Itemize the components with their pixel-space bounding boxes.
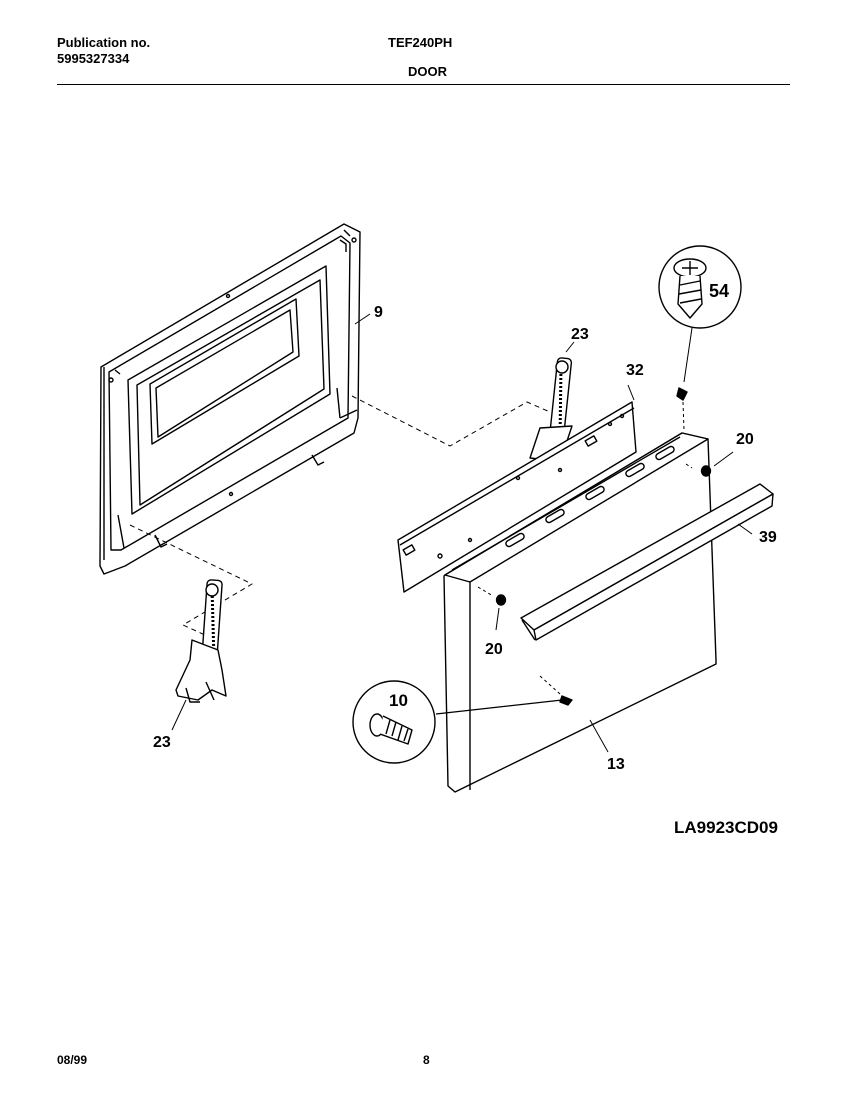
callout-grommet-left: 20 <box>485 641 503 658</box>
callout-inner-panel: 9 <box>374 304 383 321</box>
callout-hinge-right: 23 <box>571 326 589 343</box>
callout-screw-bottom: 10 <box>389 691 408 710</box>
grommet-right <box>685 451 734 477</box>
model-number: TEF240PH <box>388 35 453 50</box>
callout-grommet-right: 20 <box>736 431 754 448</box>
inner-door-panel <box>99 223 361 575</box>
grommet-left <box>477 586 507 631</box>
callout-hinge-left: 23 <box>153 734 171 751</box>
section-title: DOOR <box>408 64 447 79</box>
hinge-right <box>529 341 575 461</box>
hinge-left <box>171 579 227 731</box>
callout-bracket: 32 <box>626 362 644 379</box>
callout-handle: 39 <box>759 529 777 546</box>
callout-screw-top: 54 <box>709 281 729 301</box>
header-rule <box>57 84 790 85</box>
mounting-bracket <box>397 384 637 593</box>
publication-number: 5995327334 <box>57 51 130 66</box>
footer-date: 08/99 <box>57 1053 88 1067</box>
diagram-code: LA9923CD09 <box>674 818 778 837</box>
callout-outer-door: 13 <box>607 756 625 773</box>
door-handle <box>520 483 774 641</box>
publication-label: Publication no. <box>57 35 151 50</box>
screw-bottom-detail <box>352 675 573 764</box>
screw-top-detail <box>658 245 742 431</box>
page-number: 8 <box>423 1053 430 1067</box>
